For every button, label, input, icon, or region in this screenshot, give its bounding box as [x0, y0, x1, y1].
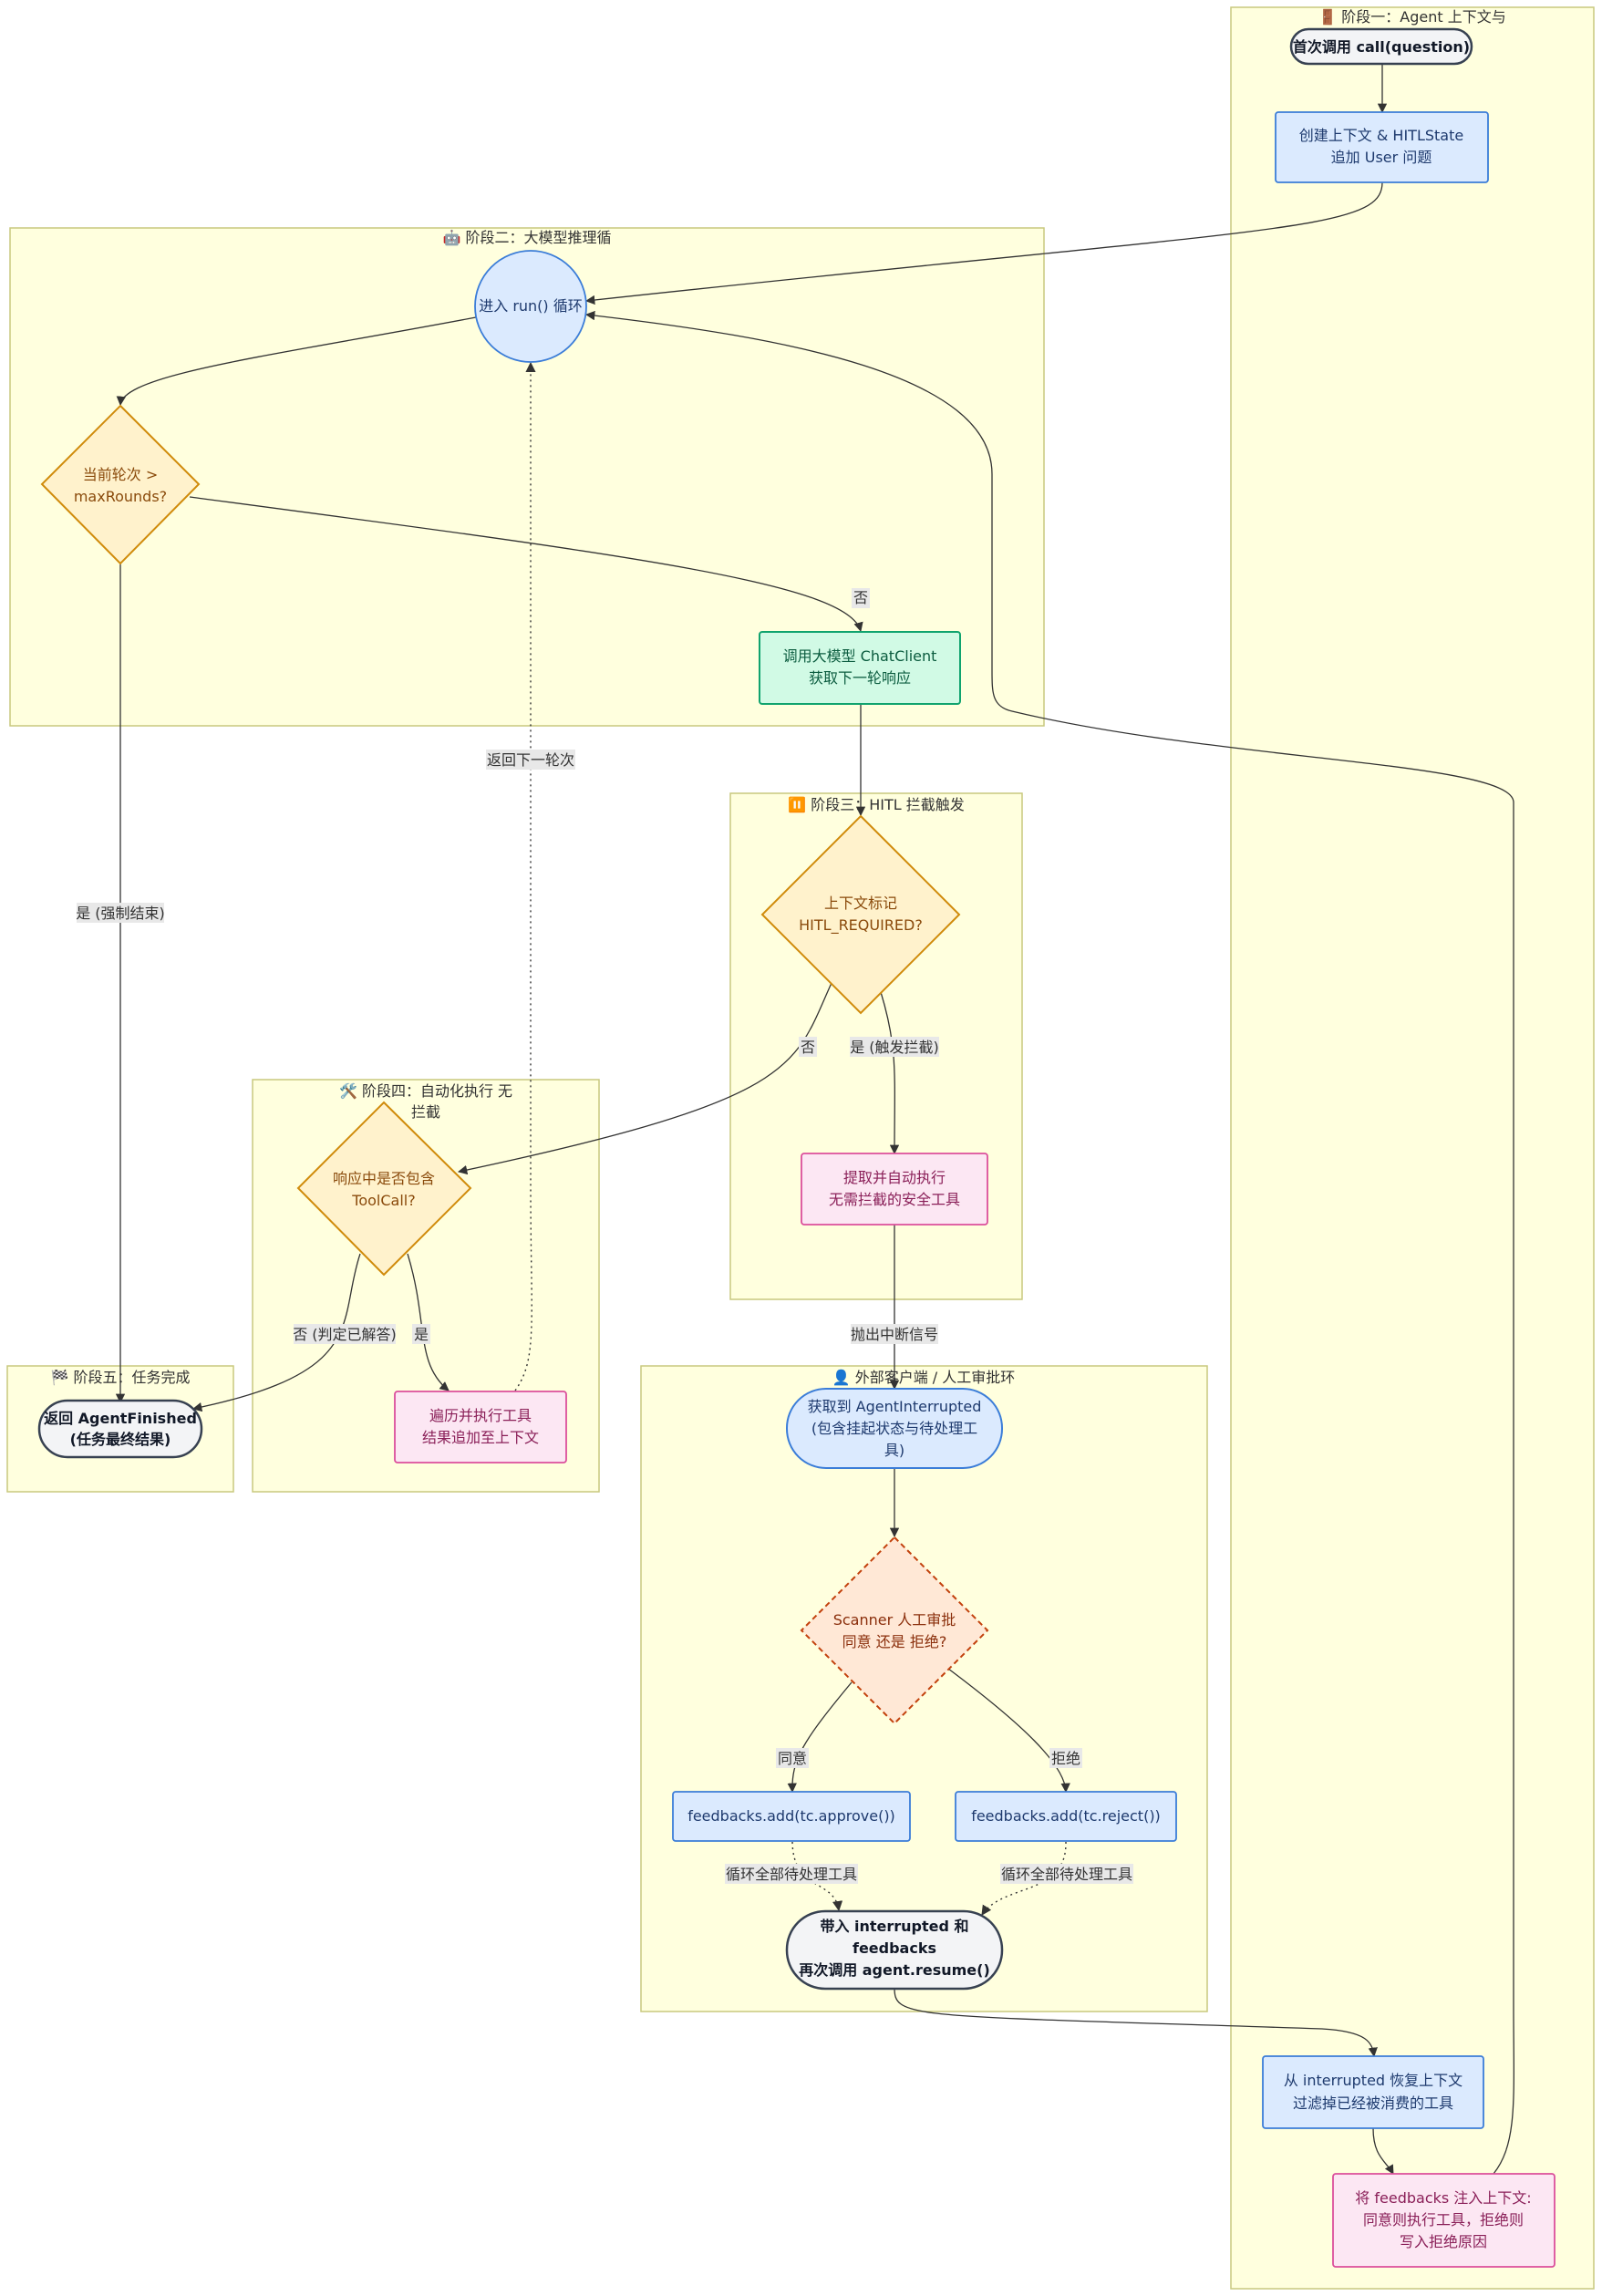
- edge-label-loop-pending-2: 循环全部待处理工具: [1001, 1866, 1132, 1883]
- node-reject-label: feedbacks.add(tc.reject()): [971, 1807, 1161, 1825]
- cluster-stage2-title: 🤖 阶段二：大模型推理循: [442, 229, 611, 246]
- node-exec-tools-line1: 遍历并执行工具: [429, 1407, 532, 1424]
- node-exec-tools: 遍历并执行工具 结果追加至上下文: [394, 1391, 567, 1463]
- node-create-context-line2: 追加 User 问题: [1331, 149, 1432, 166]
- node-restore-line2: 过滤掉已经被消费的工具: [1293, 2094, 1453, 2112]
- node-start: 首次调用 call(question): [1289, 27, 1473, 66]
- edge-reject-to-resume: [981, 1841, 1067, 1916]
- edge-label-yes: 是: [414, 1326, 429, 1343]
- node-scanner-line2: 同意 还是 拒绝?: [842, 1633, 947, 1650]
- node-scanner-line1: Scanner 人工审批: [833, 1611, 956, 1629]
- cluster-stage3-title: ⏸️ 阶段三：HITL 拦截触发: [788, 796, 965, 813]
- node-call-llm-line2: 获取下一轮响应: [809, 669, 911, 687]
- edge-label-yes-intercept: 是 (触发拦截): [850, 1039, 939, 1056]
- node-call-llm-line1: 调用大模型 ChatClient: [783, 647, 937, 665]
- node-extract-line1: 提取并自动执行: [843, 1169, 946, 1186]
- cluster-external-title: 👤 外部客户端 / 人工审批环: [832, 1369, 1016, 1386]
- node-resume-line3: 再次调用 agent.resume(): [799, 1961, 990, 1979]
- node-create-context: 创建上下文 & HITLState 追加 User 问题: [1275, 111, 1489, 183]
- edge-label-no-2: 否: [801, 1039, 815, 1056]
- edge-label-throw-signal: 抛出中断信号: [851, 1326, 938, 1343]
- node-agent-interrupted: 获取到 AgentInterrupted (包含挂起状态与待处理工 具): [786, 1388, 1003, 1469]
- edge-hitl-yes-to-extract: [880, 991, 900, 1155]
- edge-label-refuse: 拒绝: [1051, 1750, 1080, 1767]
- node-interrupted-line3: 具): [884, 1442, 904, 1459]
- edge-create-to-run: [584, 181, 1383, 305]
- node-interrupted-line2: (包含挂起状态与待处理工: [811, 1420, 977, 1437]
- edge-label-no-answered: 否 (判定已解答): [293, 1326, 397, 1343]
- node-inject-feedbacks: 将 feedbacks 注入上下文: 同意则执行工具，拒绝则 写入拒绝原因: [1332, 2173, 1555, 2268]
- node-restore-context: 从 interrupted 恢复上下文 过滤掉已经被消费的工具: [1262, 2055, 1484, 2129]
- node-max-rounds-line1: 当前轮次 >: [83, 466, 159, 483]
- node-create-context-line1: 创建上下文 & HITLState: [1299, 127, 1463, 144]
- cluster-stage4-title-cont: 拦截: [411, 1103, 440, 1121]
- edge-label-loop-pending-1: 循环全部待处理工具: [726, 1866, 857, 1883]
- node-run-loop-label: 进入 run() 循环: [479, 297, 583, 315]
- edge-resume-to-restore: [894, 1987, 1378, 2058]
- node-inject-line3: 写入拒绝原因: [1400, 2233, 1487, 2250]
- node-interrupted-line1: 获取到 AgentInterrupted: [808, 1398, 982, 1415]
- edge-approve-to-resume: [791, 1841, 843, 1912]
- node-finished-line1: 返回 AgentFinished: [44, 1410, 197, 1427]
- node-hitl-check-line1: 上下文标记: [824, 895, 897, 912]
- node-has-toolcall-line2: ToolCall?: [351, 1192, 415, 1209]
- cluster-stage4-title: 🛠️ 阶段四：自动化执行 无: [339, 1082, 512, 1100]
- node-max-rounds-line2: maxRounds?: [74, 488, 167, 505]
- node-finished-line2: (任务最终结果): [70, 1431, 171, 1448]
- edge-run-to-maxrounds: [116, 316, 477, 407]
- edge-label-yes-force: 是 (强制结束): [76, 905, 165, 922]
- node-exec-tools-line2: 结果追加至上下文: [422, 1429, 539, 1446]
- edge-exec-back-to-run: [514, 361, 536, 1391]
- edge-label-back-next: 返回下一轮次: [487, 751, 574, 769]
- node-resume-line1: 带入 interrupted 和: [820, 1918, 968, 1935]
- node-approve: feedbacks.add(tc.approve()): [672, 1791, 911, 1842]
- node-inject-line1: 将 feedbacks 注入上下文:: [1355, 2189, 1531, 2207]
- cluster-stage1: 🚪 阶段一：Agent 上下文与: [1230, 6, 1595, 2290]
- edge-scanner-to-approve: [787, 1681, 853, 1794]
- node-restore-line1: 从 interrupted 恢复上下文: [1284, 2072, 1462, 2089]
- node-hitl-check-line2: HITL_REQUIRED?: [799, 916, 923, 935]
- node-resume: 带入 interrupted 和 feedbacks 再次调用 agent.re…: [785, 1909, 1004, 1991]
- node-has-toolcall-line1: 响应中是否包含: [333, 1170, 435, 1187]
- node-hitl-check: 上下文标记 HITL_REQUIRED?: [760, 814, 961, 1015]
- node-agent-finished: 返回 AgentFinished (任务最终结果): [37, 1399, 203, 1459]
- edge-hitl-no-to-toolcall: [457, 982, 832, 1175]
- edge-labels: 否 是 (强制结束) 返回下一轮次 否 是 (触发拦截) 否 (判定已解答) 是…: [76, 588, 1133, 1884]
- cluster-stage1-title: 🚪 阶段一：Agent 上下文与: [1318, 8, 1505, 26]
- edge-maxrounds-to-llm: [189, 496, 863, 633]
- node-start-label: 首次调用 call(question): [1293, 38, 1470, 56]
- node-has-toolcall: 响应中是否包含 ToolCall?: [296, 1101, 472, 1277]
- edge-restore-to-inject: [1372, 2127, 1394, 2175]
- edges: [115, 64, 1515, 2175]
- node-run-loop: 进入 run() 循环: [474, 250, 587, 363]
- node-inject-line2: 同意则执行工具，拒绝则: [1363, 2211, 1524, 2229]
- edge-label-agree: 同意: [778, 1750, 807, 1767]
- node-call-llm: 调用大模型 ChatClient 获取下一轮响应: [759, 631, 961, 705]
- edge-inject-back-to-run: [584, 310, 1515, 2175]
- node-extract-safe-tools: 提取并自动执行 无需拦截的安全工具: [801, 1153, 988, 1226]
- edge-scanner-to-reject: [947, 1668, 1070, 1794]
- node-resume-line2: feedbacks: [853, 1939, 936, 1957]
- edge-label-no-1: 否: [853, 589, 868, 606]
- node-approve-label: feedbacks.add(tc.approve()): [687, 1807, 895, 1825]
- node-reject: feedbacks.add(tc.reject()): [955, 1791, 1177, 1842]
- node-scanner-approval: Scanner 人工审批 同意 还是 拒绝?: [800, 1536, 989, 1725]
- node-max-rounds: 当前轮次 > maxRounds?: [40, 404, 201, 565]
- node-extract-line2: 无需拦截的安全工具: [829, 1191, 960, 1208]
